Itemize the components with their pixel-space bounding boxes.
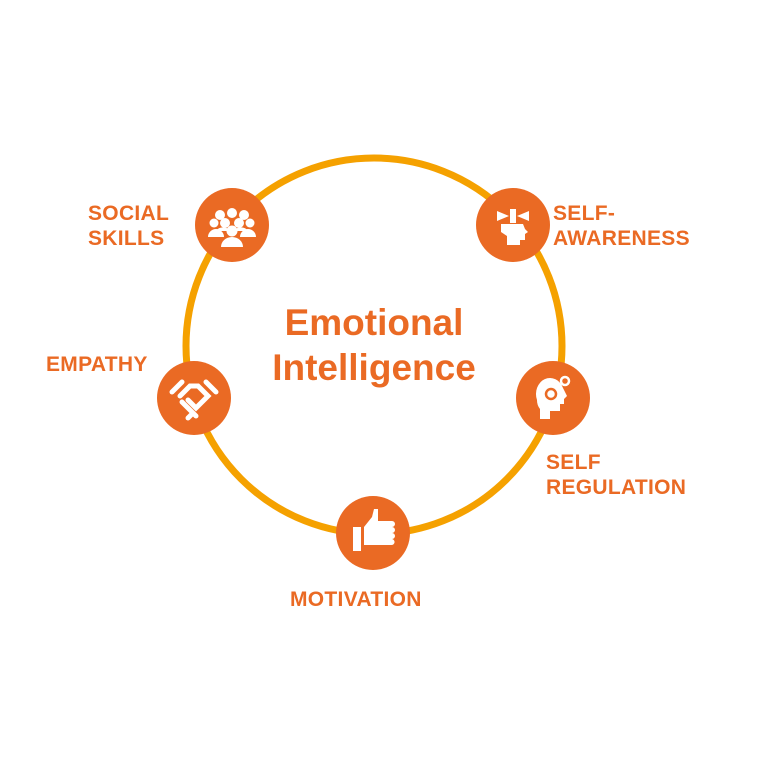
label-self-regulation: SELF REGULATION	[546, 450, 686, 500]
diagram-title: Emotional Intelligence	[224, 300, 524, 390]
label-social-skills: SOCIAL SKILLS	[88, 201, 169, 251]
lighthouse-head-icon	[476, 188, 550, 262]
label-empathy: EMPATHY	[46, 352, 148, 377]
label-motivation: MOTIVATION	[290, 587, 422, 612]
label-line: REGULATION	[546, 476, 687, 499]
label-self-awareness: SELF- AWARENESS	[553, 201, 690, 251]
label-line: EMPATHY	[46, 353, 148, 376]
label-line: SKILLS	[88, 227, 165, 250]
handshake-icon	[157, 361, 231, 435]
label-line: MOTIVATION	[290, 588, 422, 611]
label-line: SELF	[546, 451, 601, 474]
title-line-1: Emotional	[284, 302, 464, 343]
thumbs-up-icon	[336, 496, 410, 570]
title-line-2: Intelligence	[272, 347, 476, 388]
group-people-icon	[195, 188, 269, 262]
label-line: SOCIAL	[88, 202, 170, 225]
head-gears-icon	[516, 361, 590, 435]
label-line: SELF-	[553, 202, 616, 225]
label-line: AWARENESS	[553, 227, 690, 250]
